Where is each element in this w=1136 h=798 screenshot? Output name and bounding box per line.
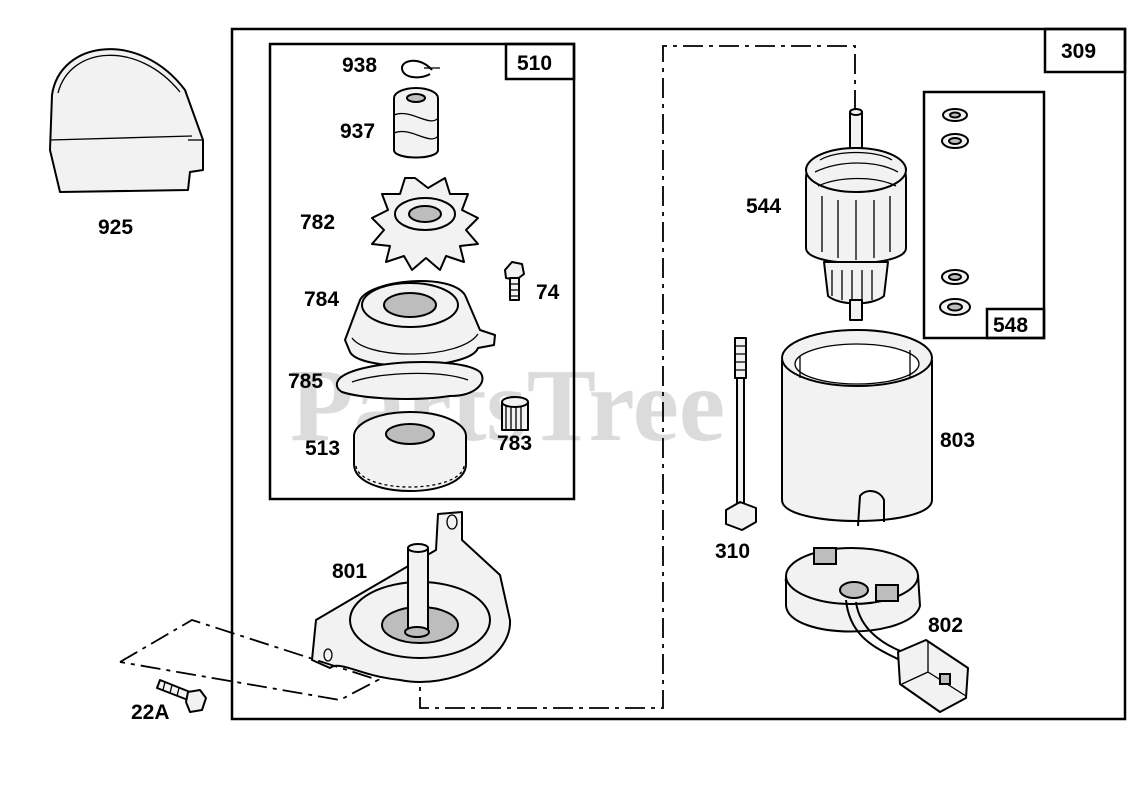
washer-kit-box-548-label: 548 (993, 314, 1028, 337)
label-937: 937 (340, 120, 375, 143)
label-22A: 22A (131, 701, 170, 724)
part-782-gear (371, 177, 479, 271)
label-803: 803 (940, 429, 975, 452)
label-784: 784 (304, 288, 339, 311)
label-938: 938 (342, 54, 377, 77)
part-544-armature (805, 108, 907, 321)
label-783: 783 (497, 432, 532, 455)
label-801: 801 (332, 560, 367, 583)
label-74: 74 (536, 281, 560, 304)
label-802: 802 (928, 614, 963, 637)
label-310: 310 (715, 540, 750, 563)
label-785: 785 (288, 370, 323, 393)
part-925-cover (49, 48, 204, 193)
part-784-gear-cover (344, 280, 496, 367)
part-937-drive-nut (393, 87, 439, 159)
part-938-retaining-ring (400, 59, 440, 79)
label-782: 782 (300, 211, 335, 234)
label-925: 925 (98, 216, 133, 239)
washer-kit-box-548-tag (985, 307, 1046, 340)
gear-kit-box-510-label: 510 (517, 52, 552, 75)
part-310-through-bolt (725, 337, 757, 531)
part-22A-bolt (119, 619, 381, 713)
gear-kit-box-510-tag (504, 42, 576, 81)
part-802-end-cap (784, 547, 969, 713)
part-801-drive-end-cap (311, 511, 512, 683)
washer-kit-box-548 (922, 90, 1046, 340)
part-783-pinion (501, 396, 529, 431)
part-785-gasket (335, 361, 484, 400)
label-513: 513 (305, 437, 340, 460)
part-513-ring-gear (353, 411, 467, 492)
assembly-box-309-label: 309 (1061, 40, 1096, 63)
assembly-alignment-line (419, 45, 856, 709)
label-544: 544 (746, 195, 781, 218)
assembly-box-309-tag (1043, 27, 1127, 74)
part-548-washers (939, 108, 971, 316)
gear-kit-box-510 (268, 42, 576, 501)
part-803-housing (781, 329, 933, 527)
part-74-screw (504, 261, 525, 301)
assembly-box-309 (230, 27, 1127, 721)
